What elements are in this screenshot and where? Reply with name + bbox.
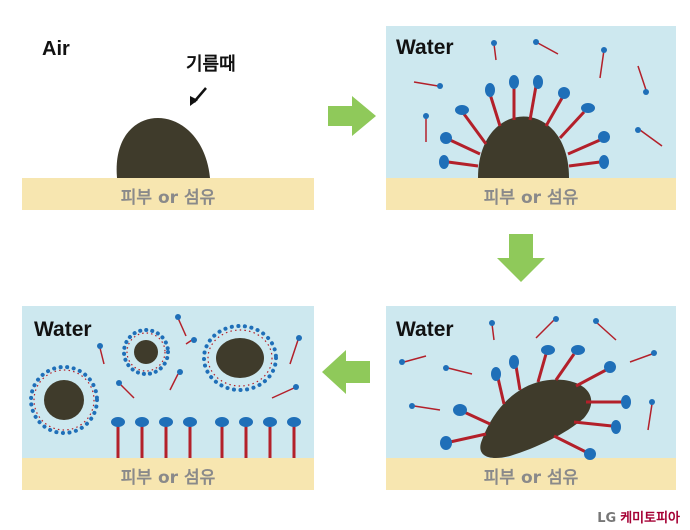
oil-stain	[478, 116, 569, 178]
surfactant-heads	[439, 75, 610, 169]
panel-air: Air 기름때 피부 or 섬유	[22, 28, 314, 210]
surfactant-attach-scene	[386, 26, 676, 210]
surface-strip	[386, 458, 676, 490]
oil-stain	[480, 379, 592, 459]
brand-prefix: LG	[597, 511, 617, 526]
surface-bound-surfactants	[111, 417, 301, 458]
surface-strip	[22, 178, 314, 210]
medium-label: Water	[34, 318, 92, 341]
medium-label: Water	[396, 36, 454, 59]
oil-drop-on-surface-scene	[22, 87, 314, 210]
free-surfactants	[399, 316, 657, 431]
surface-label: 피부 or 섬유	[120, 468, 216, 488]
pointer-arrow-head	[190, 96, 198, 106]
adsorbed-surfactants	[449, 353, 622, 454]
brand-name: 케미토피아	[620, 511, 680, 526]
micelle-left	[29, 365, 99, 435]
surface-label: 피부 or 섬유	[483, 188, 579, 208]
micelle-scene	[22, 306, 314, 490]
medium-label: Water	[396, 318, 454, 341]
medium-label: Air	[42, 38, 70, 60]
micelle-top	[122, 328, 170, 376]
surface-label: 피부 or 섬유	[120, 188, 216, 208]
arrow-left-icon	[322, 350, 370, 394]
arrow-right-icon	[328, 96, 376, 136]
arrow-down-icon	[497, 234, 545, 282]
oil-stain	[116, 118, 210, 178]
free-surfactants	[97, 314, 302, 399]
surface-strip	[22, 458, 314, 490]
stain-label: 기름때	[186, 54, 236, 75]
surface-strip	[386, 178, 676, 210]
panel-water-micelles: Water 피부 or 섬유	[22, 306, 314, 490]
panel-water-lift: Water 피부 or 섬유	[386, 306, 676, 490]
surface-label: 피부 or 섬유	[483, 468, 579, 488]
free-surfactants	[413, 39, 663, 147]
surfactant-heads	[440, 345, 631, 460]
micelle-right	[202, 324, 278, 392]
oil-lifting-scene	[386, 306, 676, 490]
adsorbed-surfactants	[447, 85, 601, 168]
panel-water-attach: Water 피부 or 섬유	[386, 26, 676, 210]
